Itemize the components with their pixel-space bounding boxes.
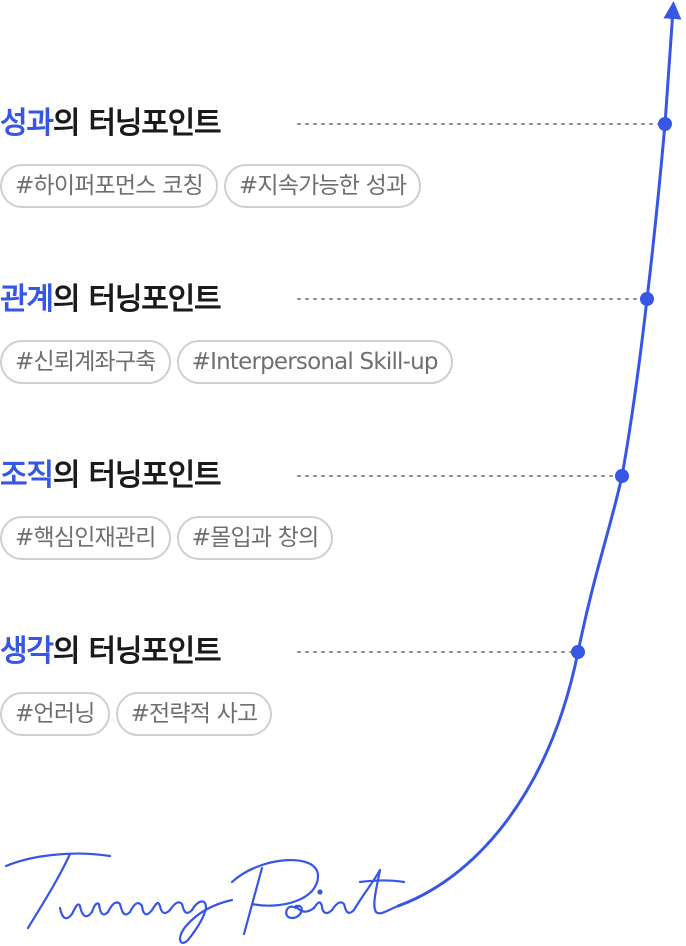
section-relationship: 관계의 터닝포인트 #신뢰계좌구축#Interpersonal Skill-up [0,280,459,384]
section-title-rest: 의 터닝포인트 [52,634,222,669]
tag-list: #핵심인재관리#몰입과 창의 [0,516,339,560]
curve-point-3 [615,469,629,483]
turning-point-signature [4,852,406,944]
section-title-highlight: 생각 [0,634,54,669]
hashtag-chip[interactable]: #몰입과 창의 [176,516,334,560]
section-title-highlight: 관계 [0,282,54,317]
hashtag-chip[interactable]: #신뢰계좌구축 [0,340,171,384]
hashtag-chip[interactable]: #전략적 사고 [115,692,273,736]
section-title: 생각의 터닝포인트 [0,632,278,672]
section-performance: 성과의 터닝포인트 #하이퍼포먼스 코칭#지속가능한 성과 [0,104,427,208]
curve-point-2 [640,292,654,306]
section-title-rest: 의 터닝포인트 [52,106,222,141]
section-title: 관계의 터닝포인트 [0,280,459,320]
section-title-highlight: 조직 [0,458,54,493]
hashtag-chip[interactable]: #핵심인재관리 [0,516,171,560]
section-title-rest: 의 터닝포인트 [52,458,222,493]
section-thinking: 생각의 터닝포인트 #언러닝#전략적 사고 [0,632,278,736]
hashtag-chip[interactable]: #Interpersonal Skill-up [176,340,453,384]
section-organization: 조직의 터닝포인트 #핵심인재관리#몰입과 창의 [0,456,339,560]
curve-point-4 [571,645,585,659]
hashtag-chip[interactable]: #하이퍼포먼스 코칭 [0,164,218,208]
section-title: 성과의 터닝포인트 [0,104,427,144]
tag-list: #하이퍼포먼스 코칭#지속가능한 성과 [0,164,427,208]
hashtag-chip[interactable]: #지속가능한 성과 [223,164,422,208]
section-title-highlight: 성과 [0,106,54,141]
curve-point-1 [658,117,672,131]
tag-list: #언러닝#전략적 사고 [0,692,278,736]
hashtag-chip[interactable]: #언러닝 [0,692,110,736]
tag-list: #신뢰계좌구축#Interpersonal Skill-up [0,340,459,384]
section-title-rest: 의 터닝포인트 [52,282,222,317]
section-title: 조직의 터닝포인트 [0,456,339,496]
growth-curve [396,1,682,908]
